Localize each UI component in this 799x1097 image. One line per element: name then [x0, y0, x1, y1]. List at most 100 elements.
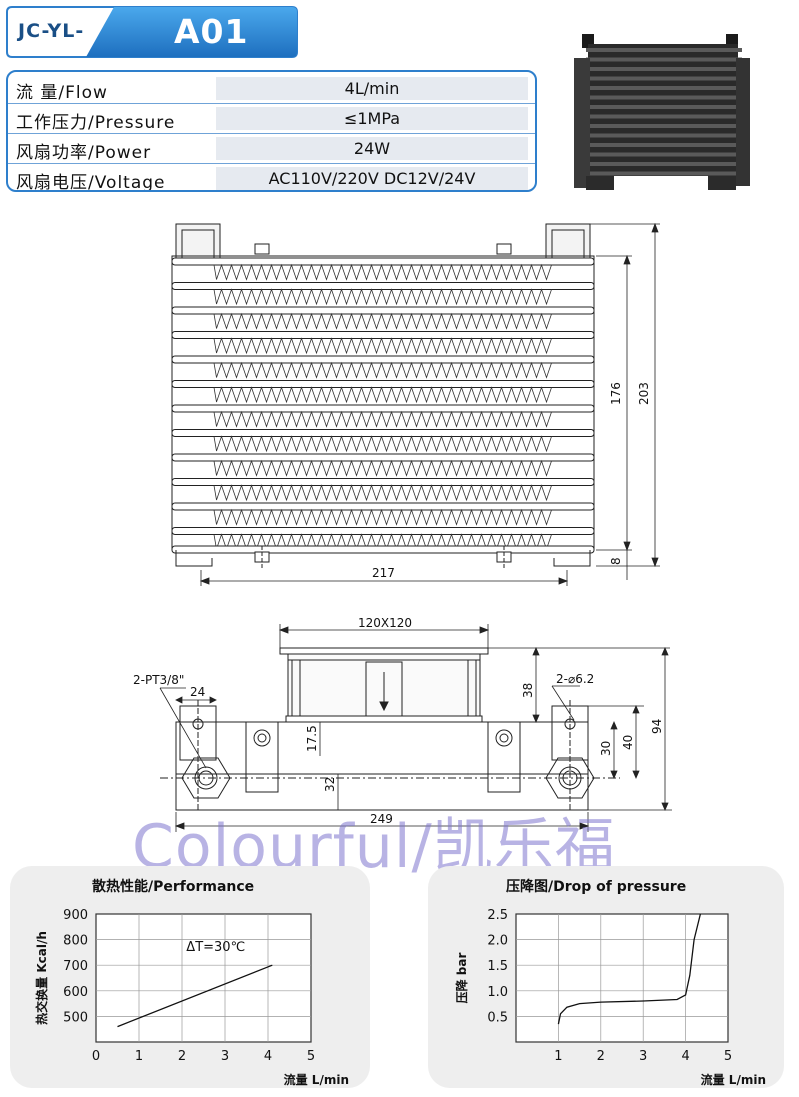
spec-value: 24W — [353, 139, 391, 158]
pressure-chart: 1 2 3 4 5 0.5 1.0 1.5 2.0 2.5 流量 L/min 压降 bar — [454, 908, 766, 1087]
y-tick-label: 1.0 — [487, 985, 508, 1000]
dim-249-label: 249 — [370, 812, 393, 826]
spec-value: 4L/min — [344, 79, 400, 98]
product-photo — [574, 34, 750, 190]
row-divider — [8, 163, 535, 164]
tube — [171, 429, 595, 437]
photo-fin — [586, 124, 742, 128]
y-tick-label: 2.0 — [487, 934, 508, 949]
y-axis-label: 压降 bar — [454, 953, 469, 1004]
fin-row — [213, 288, 552, 306]
dim-total-height-label: 203 — [637, 382, 651, 405]
x-tick-label: 0 — [92, 1049, 100, 1064]
dim-hole-label: 2-⌀6.2 — [556, 672, 594, 686]
fin-row — [213, 386, 552, 404]
photo-fin — [586, 162, 742, 166]
spec-row-power: 风扇功率/Power 24W — [8, 134, 535, 163]
spec-value: ≤1MPa — [343, 109, 401, 128]
dim-40-label: 40 — [621, 735, 635, 750]
x-tick-label: 5 — [724, 1049, 732, 1064]
spec-label: 风扇功率/Power — [16, 143, 152, 163]
performance-chart-panel: 散热性能/Performance 0 1 2 3 4 5 500 600 700 800 900 流量… — [10, 866, 370, 1088]
dim-94-label: 94 — [650, 719, 664, 734]
spec-table: 流 量/Flow 4L/min 工作压力/Pressure ≤1MPa 风扇功率… — [6, 70, 537, 192]
x-tick-label: 4 — [681, 1049, 689, 1064]
y-tick-label: 700 — [63, 959, 88, 974]
dim-width-label: 217 — [372, 566, 395, 580]
dim-port-label: 2-PT3/8" — [133, 673, 184, 687]
fin-row — [213, 533, 552, 551]
spec-row-flow: 流 量/Flow 4L/min — [8, 74, 535, 103]
spec-label: 风扇电压/Voltage — [16, 173, 166, 192]
spec-value: AC110V/220V DC12V/24V — [268, 169, 476, 188]
fin-row — [213, 337, 552, 355]
x-axis-label: 流量 L/min — [284, 1072, 349, 1087]
chart-annotation: ΔT=30℃ — [186, 940, 245, 955]
y-tick-label: 500 — [63, 1010, 88, 1025]
x-tick-label: 1 — [554, 1049, 562, 1064]
row-divider — [8, 103, 535, 104]
photo-fin — [586, 67, 742, 71]
photo-fin — [586, 48, 742, 52]
dim-32-label: 32 — [323, 777, 337, 792]
spec-row-voltage: 风扇电压/Voltage AC110V/220V DC12V/24V — [8, 164, 535, 192]
photo-fin — [586, 171, 742, 176]
x-tick-label: 2 — [597, 1049, 605, 1064]
dim-38-label: 38 — [521, 683, 535, 698]
x-tick-label: 2 — [178, 1049, 186, 1064]
x-tick-label: 4 — [264, 1049, 272, 1064]
tube — [171, 502, 595, 511]
model-header: JC-YL- A01 — [6, 6, 298, 58]
model-number: A01 — [174, 12, 249, 51]
dim-24-label: 24 — [190, 685, 205, 699]
y-tick-label: 800 — [63, 934, 88, 949]
dim-fan-label: 120X120 — [358, 616, 412, 630]
fin-row — [213, 508, 552, 526]
y-tick-label: 1.5 — [487, 959, 508, 974]
photo-fin — [586, 114, 742, 119]
row-divider — [8, 133, 535, 134]
y-tick-label: 0.5 — [487, 1010, 508, 1025]
performance-chart: 0 1 2 3 4 5 500 600 700 800 900 流量 L/min 热交换量 Kcal/h… — [34, 908, 349, 1087]
side-view — [160, 647, 620, 812]
tube — [171, 257, 595, 266]
series-line — [117, 964, 273, 1028]
x-tick-label: 5 — [307, 1049, 315, 1064]
photo-fin — [586, 152, 742, 157]
tube — [171, 380, 595, 388]
spec-row-pressure: 工作压力/Pressure ≤1MPa — [8, 104, 535, 133]
plot-area — [515, 913, 729, 1043]
photo-fin — [586, 105, 742, 109]
tube — [171, 306, 595, 315]
tube — [171, 453, 595, 462]
model-prefix: JC-YL- — [18, 20, 85, 42]
tube — [171, 331, 595, 339]
header-tab-shape — [6, 6, 298, 58]
fin-row — [213, 435, 552, 453]
y-tick-label: 2.5 — [487, 908, 508, 923]
front-view — [171, 223, 595, 570]
fin-row — [213, 263, 552, 281]
y-axis-label: 热交换量 Kcal/h — [34, 931, 49, 1025]
spec-label: 流 量/Flow — [16, 83, 108, 103]
pressure-chart-title: 压降图/Drop of pressure — [506, 879, 687, 895]
tube — [171, 527, 595, 535]
performance-chart-title: 散热性能/Performance — [92, 879, 255, 895]
y-tick-label: 600 — [63, 985, 88, 1000]
x-tick-label: 1 — [135, 1049, 143, 1064]
x-tick-label: 3 — [221, 1049, 229, 1064]
photo-fin — [586, 57, 742, 62]
tube — [171, 355, 595, 364]
photo-fin — [586, 143, 742, 147]
photo-fin — [586, 133, 742, 138]
x-tick-label: 3 — [639, 1049, 647, 1064]
y-tick-label: 900 — [63, 908, 88, 923]
fin-row — [213, 459, 552, 477]
tube — [171, 478, 595, 486]
x-axis-label: 流量 L/min — [701, 1072, 766, 1087]
side-dimensions — [159, 624, 672, 832]
dim-offset-label: 8 — [609, 557, 623, 565]
fin-row — [213, 361, 552, 379]
dim-core-height-label: 176 — [609, 382, 623, 405]
